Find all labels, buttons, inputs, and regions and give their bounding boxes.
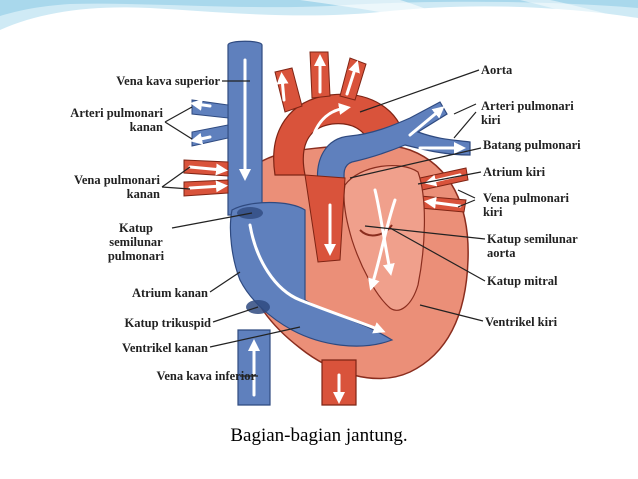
leader-lines [161, 69, 486, 377]
label-batang-pulmonari: Batang pulmonari [483, 138, 581, 152]
label-arteri-pulmonari-kanan-line1: Arteri pulmonari [70, 106, 163, 120]
label-arteri-pulmonari-kanan: Arteri pulmonari kanan [55, 106, 163, 134]
label-aorta: Aorta [481, 63, 513, 77]
batang-pulmonari [316, 101, 471, 196]
heart [183, 40, 471, 406]
label-atrium-kiri: Atrium kiri [483, 165, 546, 179]
label-katup-semilunar-pulmonari-line3: pulmonari [107, 249, 165, 263]
label-vena-pulmonari-kiri-line1: Vena pulmonari [483, 191, 570, 205]
aorta-root [304, 174, 346, 263]
label-katup-trikuspid: Katup trikuspid [124, 316, 212, 330]
label-arteri-pulmonari-kanan-line2: kanan [129, 120, 163, 134]
label-katup-semilunar-pulmonari-line1: Katup [118, 221, 154, 235]
katup-mitral [359, 224, 393, 237]
label-arteri-pulmonari-kiri-line2: kiri [481, 113, 501, 127]
slide-top-wave [0, 0, 638, 30]
label-katup-semilunar-pulmonari-line2: semilunar [109, 235, 163, 249]
figure-caption: Bagian-bagian jantung. [230, 425, 408, 446]
atrium-kanan-ventrikel-kanan [229, 201, 394, 347]
label-ventrikel-kanan: Ventrikel kanan [121, 341, 208, 355]
label-ventrikel-kiri: Ventrikel kiri [485, 315, 558, 329]
label-katup-semilunar-aorta-line2: aorta [487, 246, 516, 260]
label-katup-semilunar-aorta: Katup semilunar aorta [487, 232, 578, 260]
flow-arrows [188, 54, 466, 404]
label-arteri-pulmonari-kiri-line1: Arteri pulmonari [481, 99, 574, 113]
label-arteri-pulmonari-kiri: Arteri pulmonari kiri [481, 99, 574, 127]
label-vena-kava-inferior: Vena kava inferior [156, 369, 256, 383]
label-vena-pulmonari-kiri-line2: kiri [483, 205, 503, 219]
label-vena-kava-superior: Vena kava superior [116, 74, 220, 88]
label-vena-pulmonari-kanan: Vena pulmonari kanan [55, 173, 160, 201]
label-katup-mitral: Katup mitral [487, 274, 558, 288]
label-vena-pulmonari-kiri: Vena pulmonari kiri [483, 191, 569, 219]
label-atrium-kanan: Atrium kanan [131, 286, 208, 300]
label-katup-semilunar-pulmonari: Katup semilunar pulmonari [96, 221, 176, 263]
label-vena-pulmonari-kanan-line1: Vena pulmonari [73, 173, 160, 187]
label-katup-semilunar-aorta-line1: Katup semilunar [487, 232, 578, 246]
label-vena-pulmonari-kanan-line2: kanan [126, 187, 160, 201]
